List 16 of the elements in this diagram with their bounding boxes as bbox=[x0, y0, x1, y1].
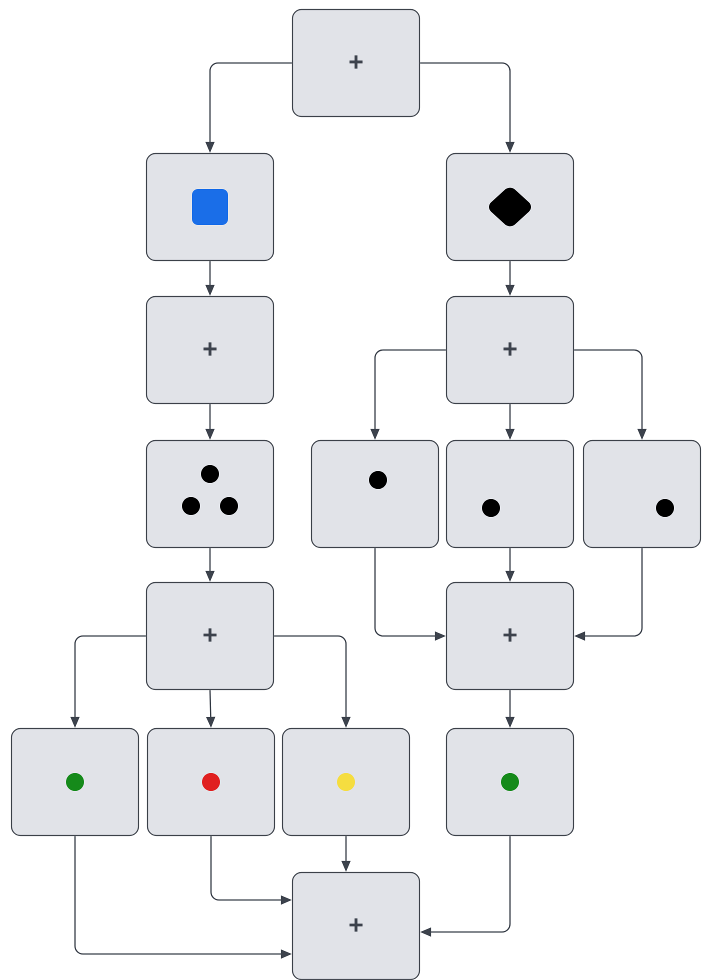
process-box: + bbox=[446, 296, 574, 404]
process-box bbox=[146, 440, 274, 548]
process-box bbox=[10, 728, 140, 836]
process-box bbox=[446, 152, 574, 262]
process-box bbox=[310, 440, 440, 548]
process-box bbox=[582, 440, 702, 548]
process-box: + bbox=[146, 296, 274, 404]
process-box bbox=[446, 440, 574, 548]
process-box: + bbox=[292, 872, 420, 980]
process-box: + bbox=[446, 582, 574, 690]
process-box: + bbox=[146, 582, 274, 690]
process-box bbox=[146, 728, 276, 836]
process-box bbox=[446, 728, 574, 836]
process-box bbox=[146, 152, 274, 262]
process-box bbox=[282, 728, 410, 836]
process-box: + bbox=[292, 8, 420, 118]
